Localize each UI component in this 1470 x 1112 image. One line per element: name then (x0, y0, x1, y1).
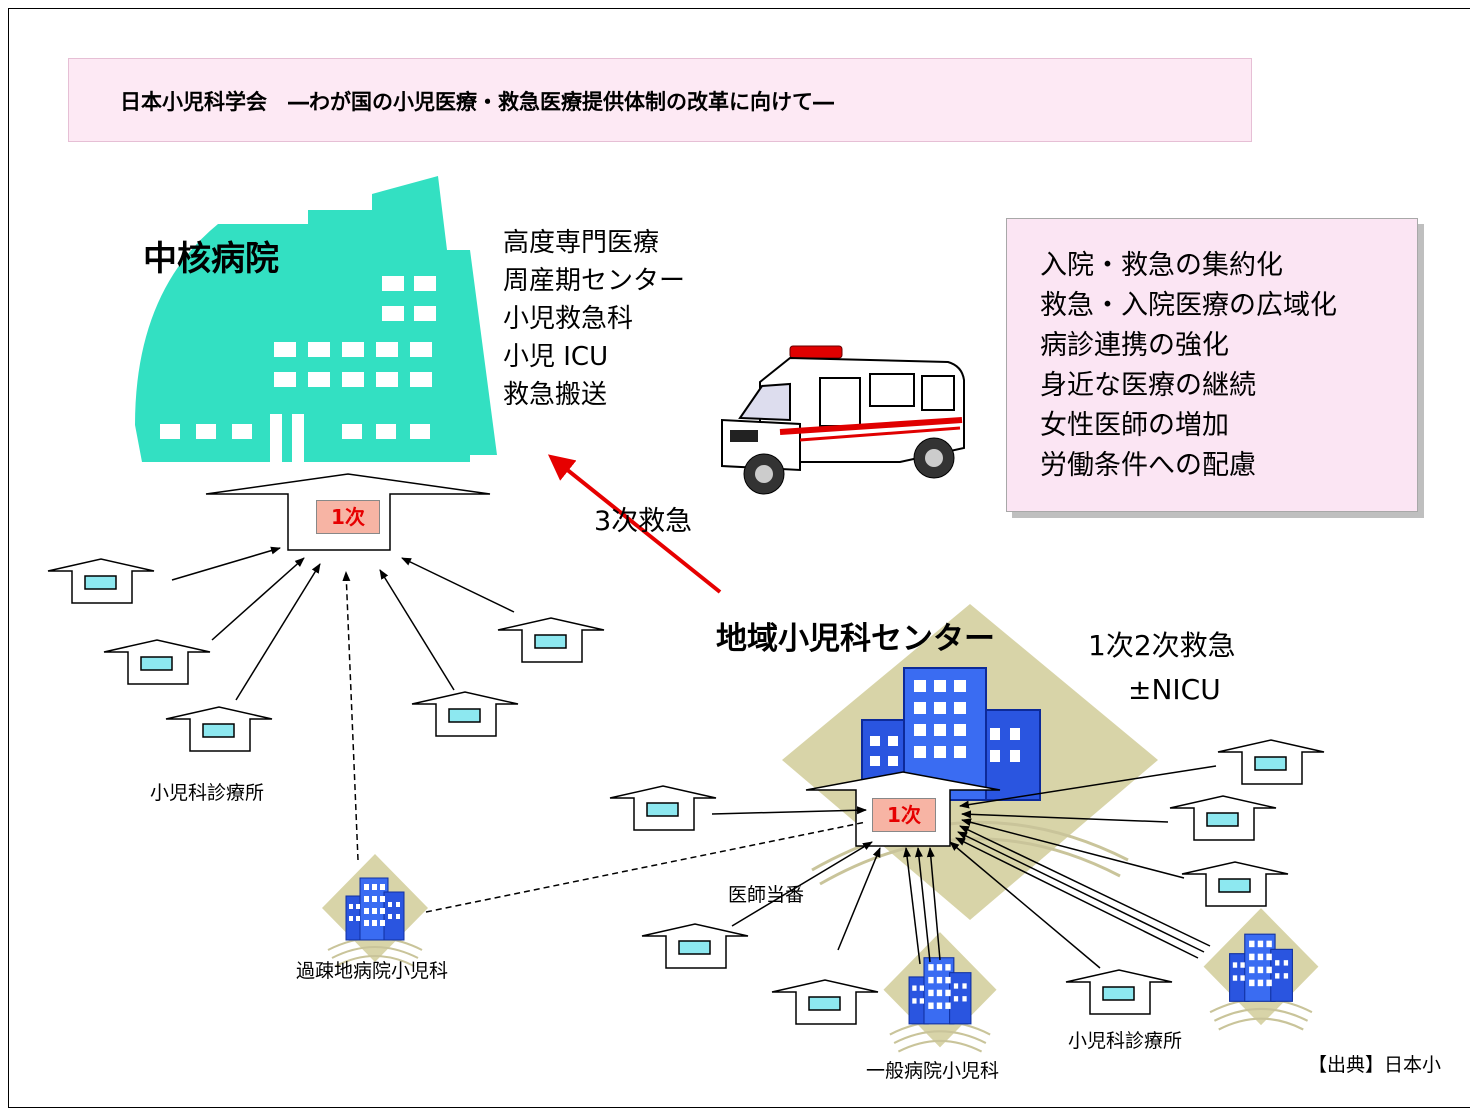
center-primary-badge: 1次 (872, 798, 936, 832)
policy-item: 救急・入院医療の広域化 (1040, 290, 1337, 321)
clinic-icon (497, 617, 605, 663)
hub-primary-badge: 1次 (316, 500, 380, 534)
clinic-icon (47, 558, 155, 604)
policy-item: 入院・救急の集約化 (1040, 250, 1283, 281)
regional-center-service: ±NICU (1128, 673, 1221, 706)
clinic-icon (771, 979, 879, 1025)
hub-service-item: 救急搬送 (503, 380, 608, 410)
regional-center-service: 1次2次救急 (1088, 629, 1236, 662)
tertiary-emergency-label: 3次救急 (594, 506, 693, 537)
clinic-icon (411, 691, 519, 737)
clinic-icon (1181, 861, 1289, 907)
clinic-icon (1169, 795, 1277, 841)
clinic-label-left: 小児科診療所 (150, 782, 265, 804)
hub-hospital-building (135, 176, 497, 464)
policy-item: 身近な医療の継続 (1040, 370, 1256, 401)
center-referral-arrows (711, 765, 1217, 969)
clinic-icon (609, 785, 717, 831)
ambulance-icon (721, 345, 965, 495)
clinic-icon (1217, 739, 1325, 785)
policy-item: 病診連携の強化 (1040, 330, 1229, 361)
diagram-frame (8, 8, 1470, 1108)
source-citation: 【出典】日本小 (1308, 1054, 1442, 1076)
policy-box (1006, 218, 1418, 512)
clinic-icon (1065, 969, 1173, 1015)
policy-item: 労働条件への配慮 (1040, 450, 1256, 481)
clinic-icon (641, 923, 749, 969)
general-hospital-label: 一般病院小児科 (866, 1060, 1000, 1082)
hub-service-item: 小児 ICU (503, 342, 609, 372)
hub-service-item: 小児救急科 (503, 304, 634, 334)
hub-service-item: 高度専門医療 (503, 228, 660, 258)
clinic-icon (103, 639, 211, 685)
regional-center-building (782, 604, 1158, 920)
clinic-label-right: 小児科診療所 (1068, 1030, 1183, 1052)
general-hospital-icon (882, 931, 998, 1053)
hub-service-item: 周産期センター (503, 266, 686, 296)
hub-hospital-name: 中核病院 (143, 239, 279, 279)
page-title: 日本小児科学会 ―わが国の小児医療・救急医療提供体制の改革に向けて― (120, 90, 834, 114)
tertiary-arrow (547, 454, 722, 594)
rural-hospital-icon (321, 853, 429, 967)
hub-referral-arrows (171, 546, 515, 861)
hospital-icon-right (1202, 906, 1320, 1031)
rural-hospital-label: 過疎地病院小児科 (296, 960, 449, 982)
regional-center-name: 地域小児科センター (716, 621, 995, 657)
doctor-duty-label: 医師当番 (728, 884, 805, 906)
policy-item: 女性医師の増加 (1040, 410, 1229, 441)
title-banner (68, 58, 1252, 142)
rural-to-center-dashed-link (425, 821, 867, 913)
clinic-icon (165, 706, 273, 752)
